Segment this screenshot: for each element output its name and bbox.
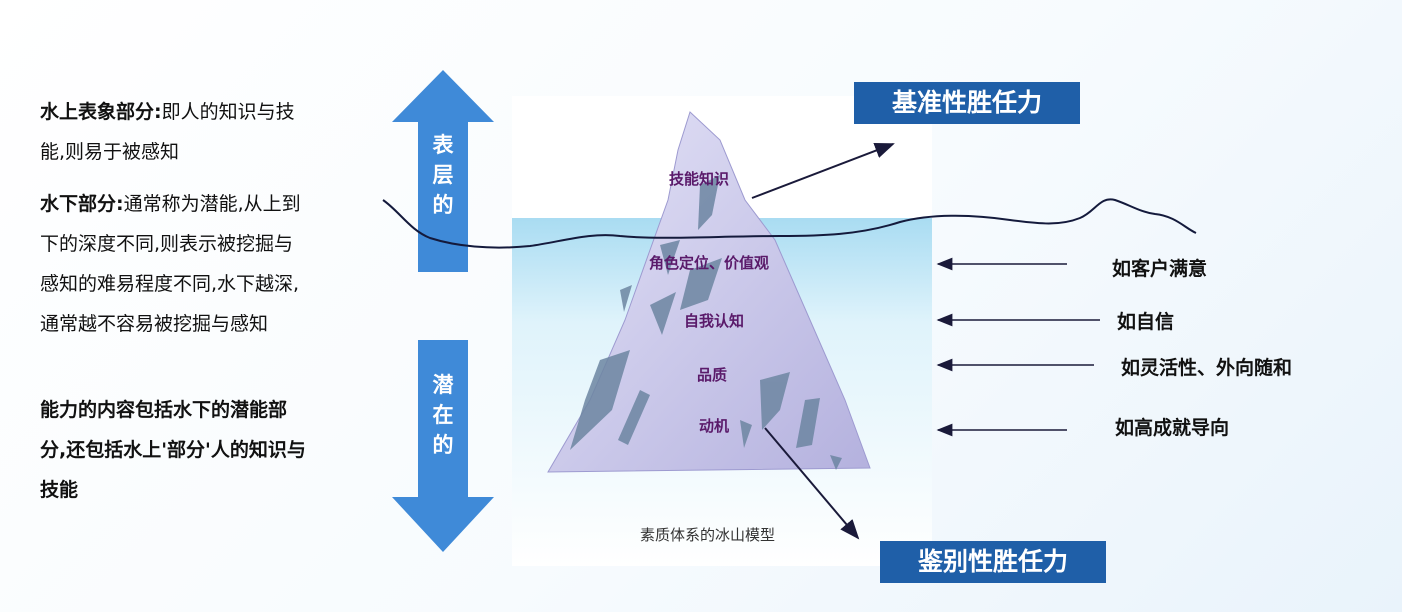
deep-connector-arrow — [764, 427, 860, 540]
differentiating-competency-box: 鉴别性胜任力 — [880, 541, 1106, 583]
underwater-description: 水下部分:通常称为潜能,从上到下的深度不同,则表示被挖掘与感知的难易程度不同,水… — [40, 184, 310, 344]
surface-char-3: 的 — [432, 193, 454, 217]
potential-char-2: 在 — [432, 403, 454, 427]
ability-summary: 能力的内容包括水下的潜能部分,还包括水上'部分'人的知识与技能 — [40, 399, 306, 501]
surface-char-1: 表 — [432, 133, 454, 157]
example-flexibility: 如灵活性、外向随和 — [1121, 357, 1293, 379]
underwater-text: 通常称为潜能,从上到下的深度不同,则表示被挖掘与感知的难易程度不同,水下越深,通… — [40, 193, 301, 335]
example-customer-satisfaction: 如客户满意 — [1112, 258, 1208, 280]
surface-connector-arrow — [751, 142, 895, 199]
threshold-competency-box: 基准性胜任力 — [854, 82, 1080, 124]
potential-char-1: 潜 — [432, 373, 454, 397]
down-arrow — [392, 340, 494, 552]
surface-title: 水上表象部分: — [40, 101, 162, 123]
iceberg-label-self-concept: 自我认知 — [684, 312, 745, 330]
underwater-title: 水下部分: — [40, 193, 124, 215]
iceberg-label-traits: 品质 — [697, 366, 728, 384]
iceberg-label-skills: 技能知识 — [669, 170, 730, 188]
iceberg-label-values: 角色定位、价值观 — [649, 254, 770, 272]
surface-description: 水上表象部分:即人的知识与技能,则易于被感知 — [40, 92, 310, 172]
iceberg-label-motives: 动机 — [699, 417, 730, 435]
potential-arrow-label: 潜 在 的 — [418, 370, 468, 460]
potential-char-3: 的 — [432, 433, 454, 457]
example-self-confidence: 如自信 — [1117, 311, 1175, 333]
iceberg-shadows — [570, 175, 842, 470]
example-achievement: 如高成就导向 — [1115, 417, 1230, 439]
surface-text: 即人的知识与技能,则易于被感知 — [40, 101, 295, 163]
surface-char-2: 层 — [432, 163, 454, 187]
up-arrow — [392, 70, 494, 272]
iceberg-caption: 素质体系的冰山模型 — [640, 526, 776, 544]
water-line — [382, 198, 1197, 249]
surface-arrow-label: 表 层 的 — [418, 130, 468, 220]
